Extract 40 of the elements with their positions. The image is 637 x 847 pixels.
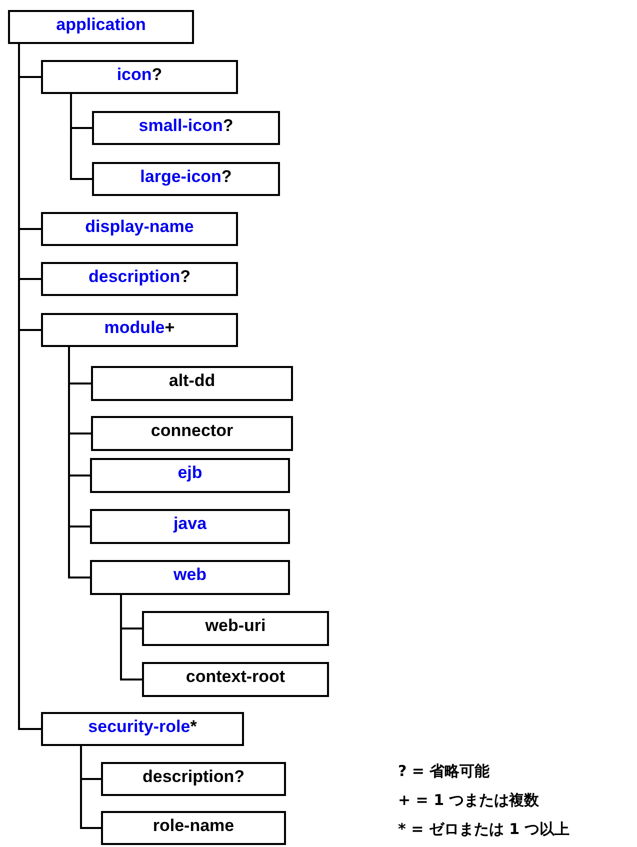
element-box <box>8 10 194 44</box>
element-box <box>90 560 290 595</box>
element-name: ejb <box>178 463 202 482</box>
element-box <box>90 458 290 493</box>
element-name: description? <box>142 767 244 786</box>
element-name: large-icon? <box>140 167 232 186</box>
element-name: role-name <box>152 816 234 835</box>
legend-note: ? = 省略可能 <box>398 762 490 781</box>
element-name: display-name <box>85 217 194 236</box>
element-box <box>41 712 244 746</box>
element-name: alt-dd <box>168 371 216 390</box>
element-name: connector <box>150 421 234 440</box>
element-box <box>142 662 329 697</box>
element-box <box>91 416 293 451</box>
element-name: description? <box>88 267 190 286</box>
element-name: module+ <box>104 318 175 337</box>
element-box <box>142 611 329 646</box>
tree-connector <box>80 746 101 829</box>
element-name: context-root <box>186 667 286 686</box>
element-box <box>41 262 238 296</box>
element-name: icon? <box>116 65 162 84</box>
element-name: small-icon? <box>138 116 234 135</box>
element-box <box>41 313 238 347</box>
element-box <box>41 60 238 94</box>
element-name: security-role* <box>88 717 197 736</box>
element-name: web <box>173 565 207 584</box>
element-box <box>41 212 238 246</box>
element-box <box>90 509 290 544</box>
element-box <box>101 762 286 796</box>
element-box <box>91 366 293 401</box>
element-name: web-uri <box>205 616 266 635</box>
legend-note: * = ゼロまたは 1 つ以上 <box>398 820 570 839</box>
element-name: application <box>56 15 146 34</box>
element-name: java <box>173 514 207 533</box>
element-box <box>92 111 280 145</box>
element-box <box>101 811 286 845</box>
legend-note: + = 1 つまたは複数 <box>398 791 540 810</box>
tree-connector <box>70 94 92 180</box>
tree-connector <box>68 347 90 578</box>
element-box <box>92 162 280 196</box>
